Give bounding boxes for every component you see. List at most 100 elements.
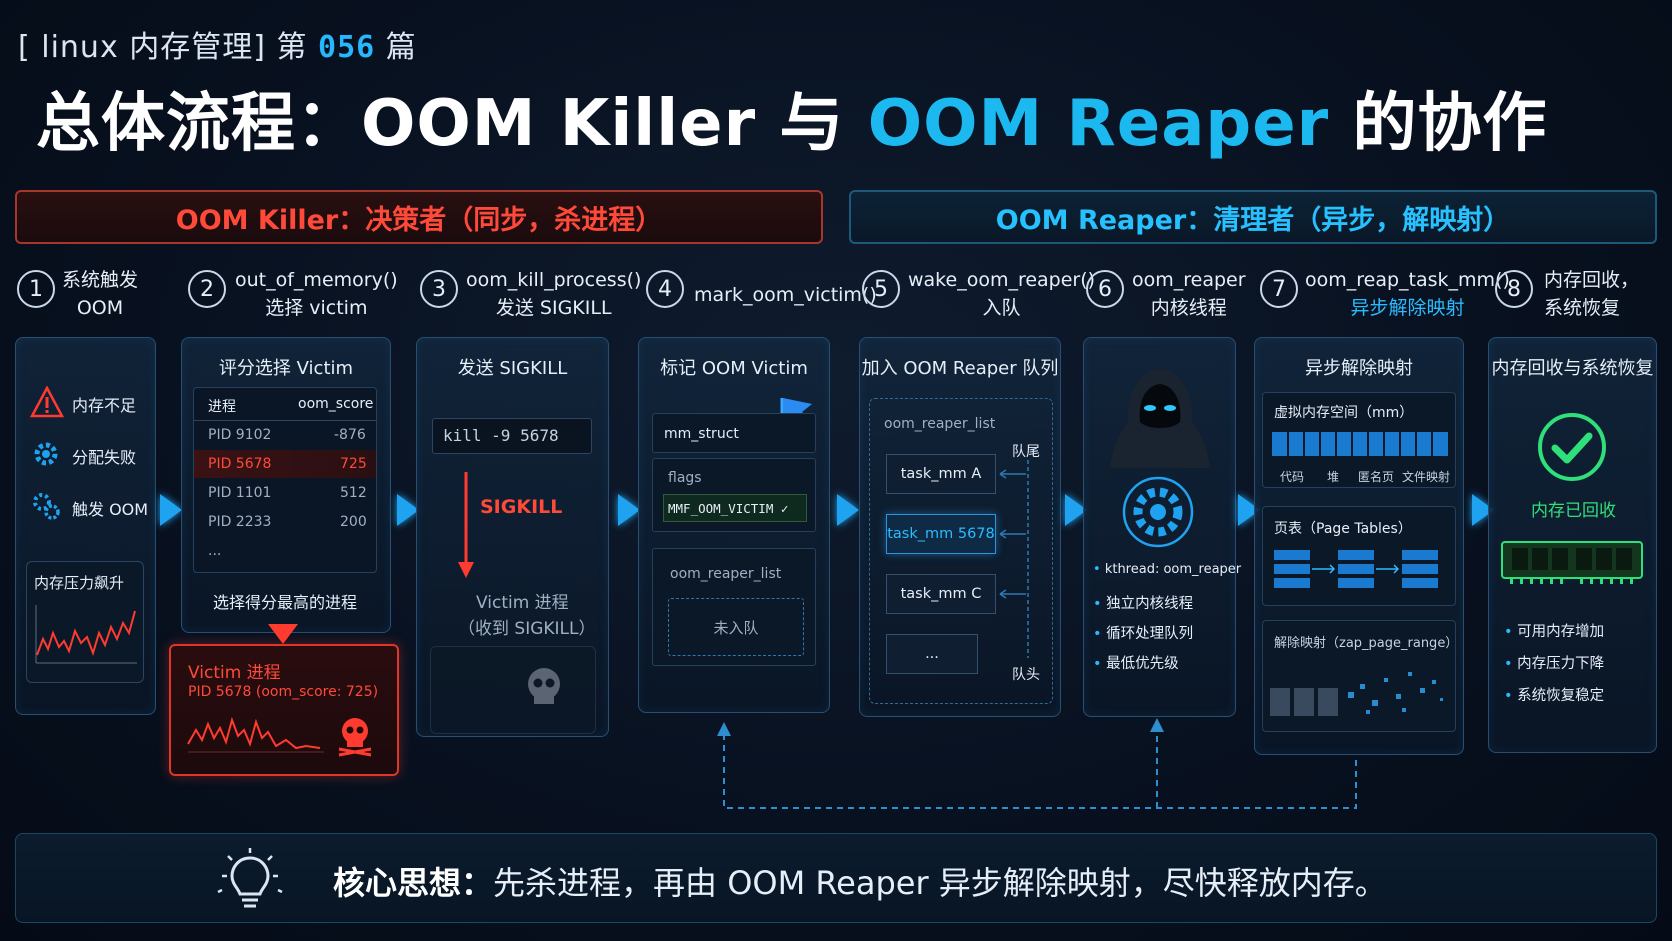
vm-label-anon: 匿名页 bbox=[1358, 470, 1395, 484]
flow-arrow-1 bbox=[160, 494, 182, 526]
page-tables-diagram bbox=[1274, 550, 1438, 588]
memory-module-icon bbox=[1501, 541, 1643, 584]
step-5-label: wake_oom_reaper()入队 bbox=[908, 269, 1096, 319]
table-row-highlight: PID 5678 bbox=[208, 456, 272, 472]
dead-process-box bbox=[430, 646, 596, 734]
reaper-queue bbox=[869, 398, 1053, 704]
step-6-number: 6 bbox=[1086, 270, 1124, 308]
mmf-oom-victim-flag: MMF_OOM_VICTIM ✓ bbox=[663, 494, 807, 522]
oom-killer-banner: OOM Killer：决策者（同步，杀进程） bbox=[15, 190, 823, 244]
step-3-label: oom_kill_process()发送 SIGKILL bbox=[466, 269, 642, 319]
queue-head-label: 队头 bbox=[1012, 667, 1040, 683]
step-8-label: 内存回收，系统恢复 bbox=[1544, 269, 1640, 319]
col-header-score: oom_score bbox=[298, 396, 374, 412]
vm-label-code: 代码 bbox=[1280, 470, 1305, 484]
queue-link-arrows bbox=[999, 460, 1029, 658]
thread-bullet-1: kthread: oom_reaper bbox=[1093, 562, 1241, 577]
series-label: [ linux 内存管理] 第 056 篇 bbox=[18, 30, 417, 65]
warning-icon bbox=[30, 386, 64, 418]
step-1-number: 1 bbox=[17, 270, 55, 308]
table-row-ellipsis: ... bbox=[208, 543, 222, 559]
thread-bullet-3: 循环处理队列 bbox=[1093, 622, 1193, 643]
recovery-bullet-3: 系统恢复稳定 bbox=[1504, 684, 1604, 705]
feedback-loop bbox=[717, 718, 1357, 809]
step-4-number: 4 bbox=[646, 270, 684, 308]
recovery-bullet-2: 内存压力下降 bbox=[1504, 652, 1604, 673]
table-cell-score: 512 bbox=[340, 485, 367, 501]
lightbulb-icon bbox=[217, 848, 283, 908]
zap-label: 解除映射（zap_page_range） bbox=[1274, 636, 1459, 651]
hooded-reaper-icon bbox=[1110, 368, 1210, 468]
victim-card-title: Victim 进程 bbox=[188, 663, 281, 683]
check-circle-icon bbox=[1538, 413, 1606, 481]
score-table bbox=[193, 387, 377, 573]
step-7-number: 7 bbox=[1260, 270, 1298, 308]
queue-tail-label: 队尾 bbox=[1012, 444, 1040, 460]
pressure-label: 内存压力飙升 bbox=[34, 574, 125, 592]
gears-icon bbox=[33, 493, 60, 520]
step-5-number: 5 bbox=[862, 270, 900, 308]
victim-pressure-chart bbox=[187, 716, 324, 753]
skull-icon bbox=[338, 718, 372, 757]
trigger-item-1: 内存不足 bbox=[72, 396, 137, 415]
step-7-label: oom_reap_task_mm()异步解除映射 bbox=[1305, 269, 1510, 319]
flow-arrow-5 bbox=[1065, 494, 1087, 526]
table-cell-score-highlight: 725 bbox=[340, 456, 367, 472]
step-3-number: 3 bbox=[420, 270, 458, 308]
memory-reclaimed-label: 内存已回收 bbox=[1531, 501, 1616, 521]
kill-command: kill -9 5678 bbox=[432, 418, 592, 454]
flow-arrow-4 bbox=[837, 494, 859, 526]
mm-struct-label: mm_struct bbox=[664, 426, 739, 442]
gear-icon bbox=[1122, 476, 1194, 548]
thread-bullet-2: 独立内核线程 bbox=[1093, 592, 1193, 613]
trigger-item-3: 触发 OOM bbox=[72, 500, 149, 519]
thread-bullet-4: 最低优先级 bbox=[1093, 652, 1179, 673]
step-8-number: 8 bbox=[1495, 270, 1533, 308]
down-arrow-icon bbox=[268, 624, 298, 644]
received-sigkill-label: （收到 SIGKILL） bbox=[458, 619, 596, 639]
victim-card-sub: PID 5678 (oom_score: 725) bbox=[188, 684, 379, 700]
queue-item-ellipsis: ... bbox=[886, 634, 978, 674]
reaper-list-box bbox=[652, 548, 816, 666]
queue-item: task_mm C bbox=[886, 574, 996, 614]
core-idea-text: 核心思想：先杀进程，再由 OOM Reaper 异步解除映射，尽快释放内存。 bbox=[333, 864, 1387, 902]
table-cell-score: 200 bbox=[340, 514, 367, 530]
vm-label-file: 文件映射 bbox=[1402, 470, 1451, 484]
mm-struct-box bbox=[652, 413, 816, 453]
flow-arrow-2 bbox=[397, 494, 419, 526]
select-highest-label: 选择得分最高的进程 bbox=[213, 593, 358, 612]
oom-reaper-banner: OOM Reaper：清理者（异步，解映射） bbox=[849, 190, 1657, 244]
table-row: PID 1101 bbox=[208, 485, 272, 501]
step-2-label: out_of_memory()选择 victim bbox=[235, 269, 398, 319]
page-tables-label: 页表（Page Tables） bbox=[1274, 521, 1412, 537]
vm-blocks bbox=[1272, 432, 1448, 456]
vm-space-label: 虚拟内存空间（mm） bbox=[1274, 405, 1414, 421]
queue-item: task_mm A bbox=[886, 454, 996, 494]
queue-list-label: oom_reaper_list bbox=[884, 416, 996, 432]
recovery-bullet-1: 可用内存增加 bbox=[1504, 620, 1604, 641]
table-cell-score: -876 bbox=[334, 427, 366, 443]
col-header-pid: 进程 bbox=[208, 399, 236, 415]
trigger-item-2: 分配失败 bbox=[72, 448, 137, 467]
flow-arrow-3 bbox=[618, 494, 640, 526]
signal-arrow-icon bbox=[458, 472, 474, 578]
step-4-label: mark_oom_victim() bbox=[694, 284, 877, 306]
victim-process-label: Victim 进程 bbox=[476, 593, 569, 613]
not-queued-slot: 未入队 bbox=[668, 598, 804, 656]
table-row: PID 9102 bbox=[208, 427, 272, 443]
reaper-list-label: oom_reaper_list bbox=[670, 566, 782, 582]
victim-card bbox=[169, 644, 399, 776]
skull-icon-dim bbox=[528, 668, 560, 704]
queue-item-victim: task_mm 5678 bbox=[886, 514, 996, 554]
flags-label: flags bbox=[668, 470, 702, 486]
page-title: 总体流程：OOM Killer 与 OOM Reaper 的协作 bbox=[36, 87, 1548, 161]
table-row: PID 2233 bbox=[208, 514, 272, 530]
sigkill-label: SIGKILL bbox=[480, 496, 563, 518]
vm-label-heap: 堆 bbox=[1327, 470, 1340, 484]
pressure-chart bbox=[35, 605, 137, 664]
step-2-number: 2 bbox=[188, 270, 226, 308]
zap-disintegrate bbox=[1270, 672, 1443, 716]
gear-icon bbox=[34, 442, 58, 466]
